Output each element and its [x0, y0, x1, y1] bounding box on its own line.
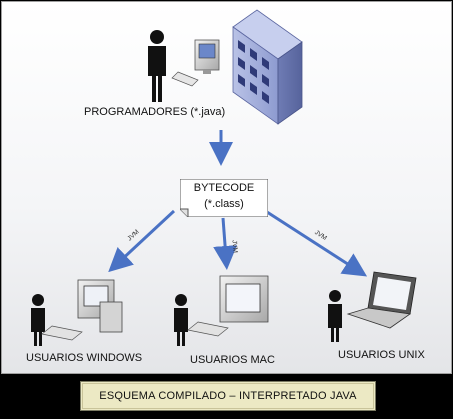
person-icon	[174, 294, 188, 346]
diagram-caption: ESQUEMA COMPILADO – INTERPRETADO JAVA	[80, 381, 376, 411]
edge-bytecode-mac	[213, 217, 238, 270]
edge-bytecode-unix	[266, 210, 368, 277]
edge-bytecode-windows	[108, 209, 176, 273]
usuarios-windows-label: USUARIOS WINDOWS	[26, 352, 143, 364]
office-building-icon	[232, 9, 303, 125]
diagram-panel: PROGRAMADORES (*.java) BYTECODE (*.class…	[1, 1, 452, 374]
desktop-computer-icon	[171, 39, 220, 87]
document-icon	[180, 179, 268, 217]
person-icon	[328, 290, 342, 342]
person-icon	[31, 294, 45, 346]
person-icon	[148, 30, 166, 102]
arrows	[108, 130, 368, 277]
bytecode-extension: (*.class)	[204, 198, 244, 210]
programadores-label: PROGRAMADORES (*.java)	[84, 106, 226, 118]
usuarios-mac-label: USUARIOS MAC	[190, 354, 275, 366]
laptop-icon	[346, 271, 417, 329]
bytecode-node: BYTECODE (*.class)	[180, 179, 268, 217]
edge-label-jvm-mac: JVM	[230, 239, 239, 254]
bytecode-title: BYTECODE	[193, 182, 255, 194]
windows-pc-icon	[41, 279, 123, 341]
diagram-artwork	[31, 9, 417, 346]
mac-computer-icon	[187, 275, 269, 337]
usuarios-unix-label: USUARIOS UNIX	[338, 349, 425, 361]
